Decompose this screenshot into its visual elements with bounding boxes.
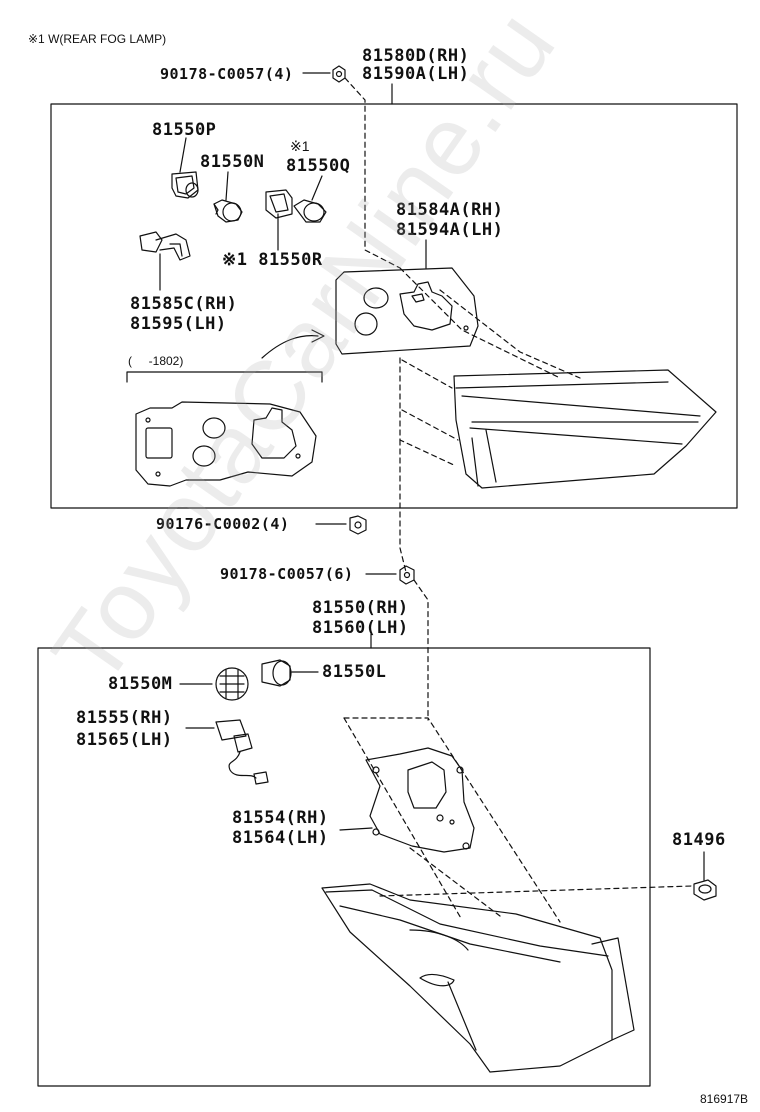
gasket-81554 (365, 747, 475, 853)
gasket-variant-1802 (135, 401, 317, 487)
label-81550q: 81550Q (286, 156, 351, 176)
label-81550: 81550(RH) (312, 598, 409, 618)
label-81554: 81554(RH) (232, 808, 329, 828)
label-81594a: 81594A(LH) (396, 220, 504, 240)
lower-frame (37, 647, 651, 1087)
label-81550n: 81550N (200, 152, 265, 172)
screw-90176 (349, 515, 367, 535)
note-mark-81550q: ※1 (290, 138, 310, 154)
bulb-81550l (261, 659, 292, 687)
bulb-81550q (293, 175, 327, 223)
diagram-id: 816917B (700, 1092, 749, 1106)
label-81584a: 81584A(RH) (396, 200, 504, 220)
screw-90178-mid (399, 565, 415, 585)
label-81550p: 81550P (152, 120, 217, 140)
label-90178-top: 90178-C0057(4) (160, 65, 294, 83)
clip-81496 (693, 879, 717, 901)
label-81550m: 81550M (108, 674, 173, 694)
label-81555: 81555(RH) (76, 708, 173, 728)
lamp-81550 (321, 883, 635, 1073)
screw-90178-top (332, 65, 346, 83)
label-90178-mid: 90178-C0057(6) (220, 565, 354, 583)
socket-81550m (215, 667, 249, 701)
bulb-81550n (213, 171, 243, 223)
label-81580d: 81580D(RH) (362, 46, 470, 66)
variant-range-label: ( -1802) (128, 354, 184, 368)
cord-81585c (139, 231, 191, 291)
label-81595: 81595(LH) (130, 314, 227, 334)
label-81560: 81560(LH) (312, 618, 409, 638)
label-81550r: ※1 81550R (222, 250, 323, 270)
lamp-81580d (453, 369, 717, 489)
rear-fog-note: ※1 W(REAR FOG LAMP) (28, 32, 167, 46)
label-81496: 81496 (672, 830, 726, 850)
label-81565: 81565(LH) (76, 730, 173, 750)
cord-81555 (215, 719, 269, 785)
label-81550l: 81550L (322, 662, 387, 682)
label-90176: 90176-C0002(4) (156, 515, 290, 533)
label-81564: 81564(LH) (232, 828, 329, 848)
bulb-81550p (171, 137, 199, 199)
label-81590a: 81590A(LH) (362, 64, 470, 84)
label-81585c: 81585C(RH) (130, 294, 238, 314)
socket-81550r (265, 189, 293, 251)
upper-frame (50, 103, 738, 509)
cover-81584a (335, 239, 479, 355)
